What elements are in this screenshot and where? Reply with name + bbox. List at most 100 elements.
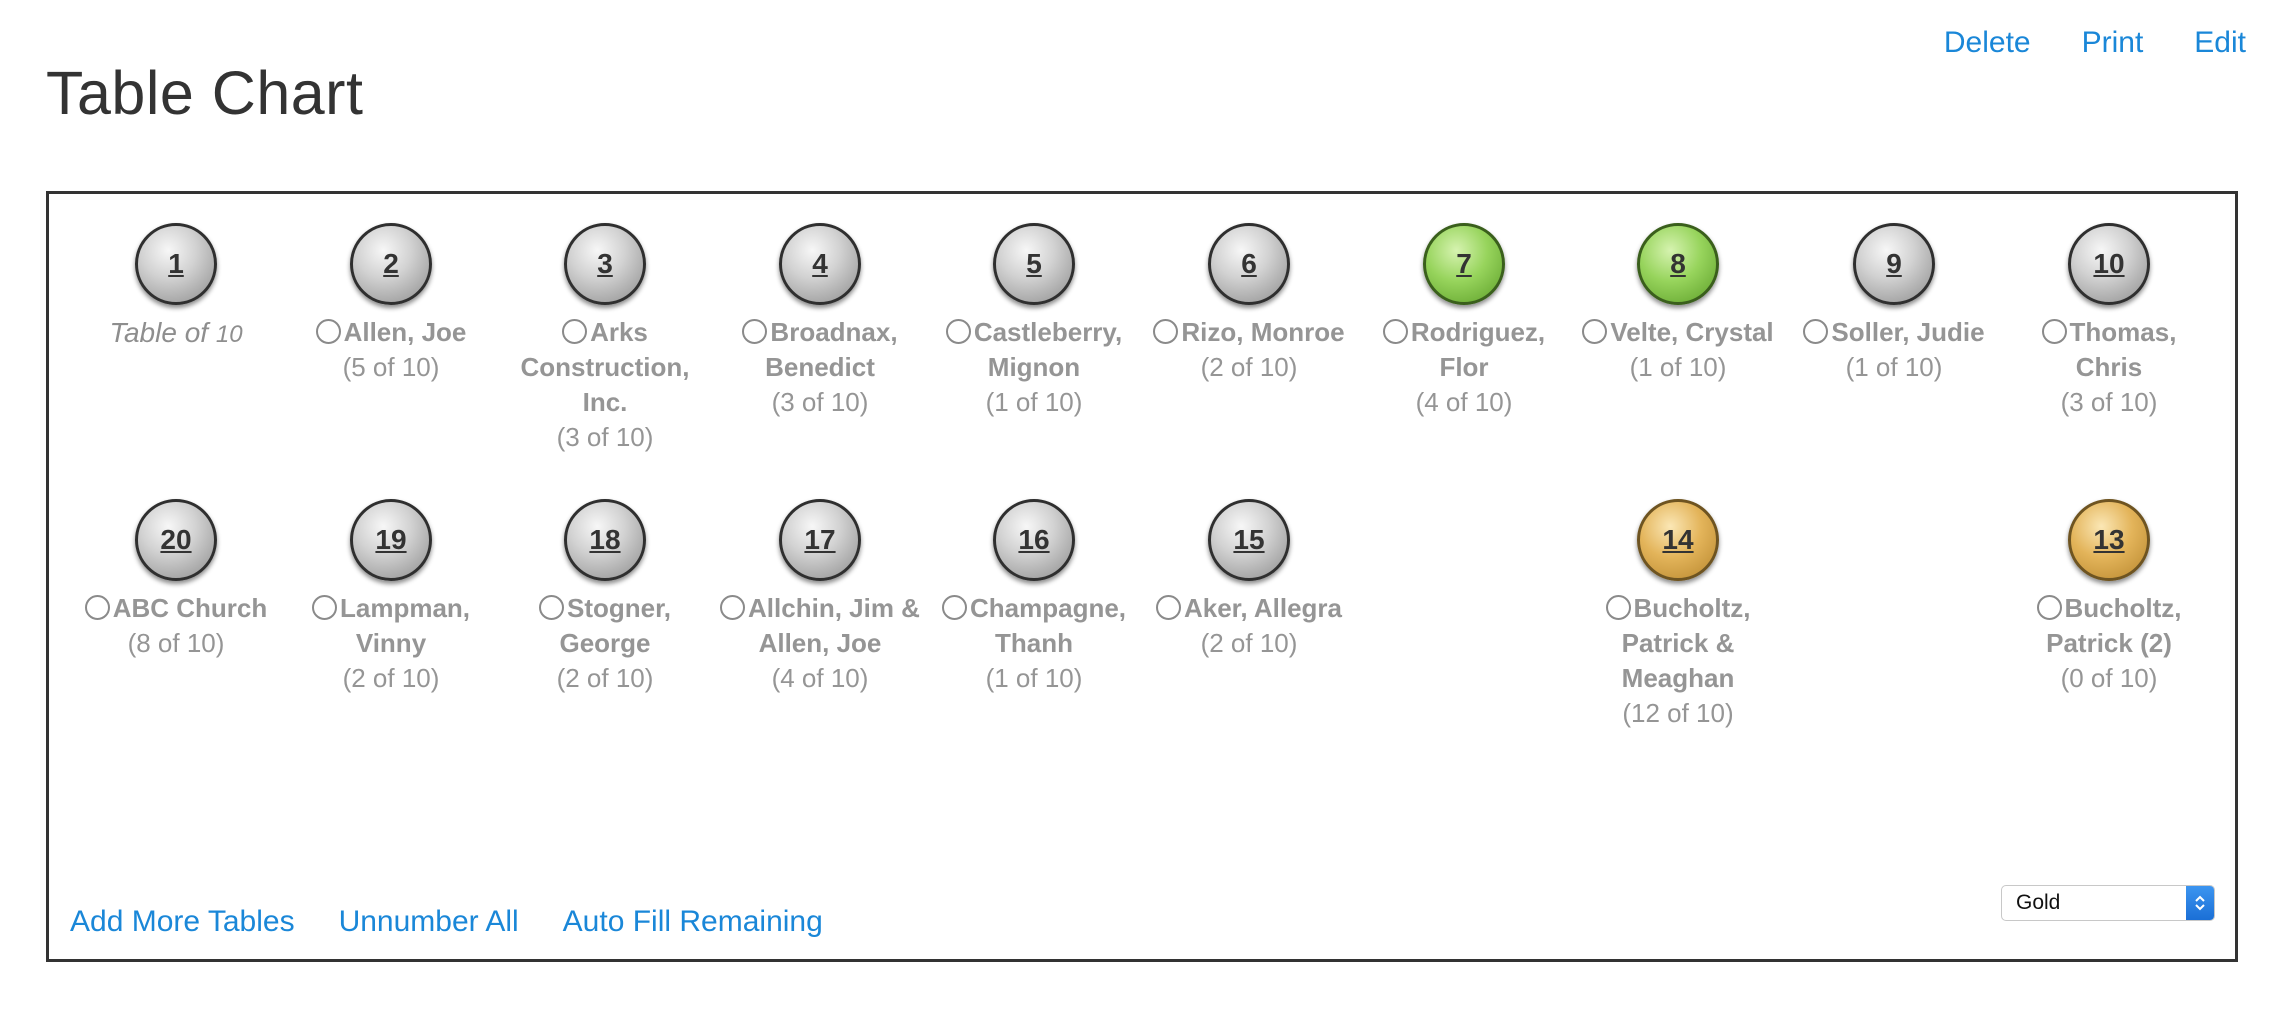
occupant-name: Stogner, George: [559, 593, 671, 658]
seat-count: (2 of 10): [1200, 352, 1298, 382]
table-color-select[interactable]: Gold: [2001, 885, 2215, 921]
seat-count: (0 of 10): [2060, 663, 2158, 693]
table-number-button[interactable]: 14: [1637, 499, 1719, 581]
occupant-name-line: Arks Construction, Inc.: [505, 315, 705, 420]
select-radio[interactable]: [742, 319, 768, 344]
top-actions: Delete Print Edit: [1893, 26, 2246, 60]
select-radio[interactable]: [720, 595, 746, 620]
table-number: 20: [160, 524, 192, 555]
table-number-button[interactable]: 13: [2068, 499, 2150, 581]
occupant-name-line: Allchin, Jim & Allen, Joe: [720, 591, 920, 661]
table-occupant: Stogner, George (2 of 10): [505, 591, 705, 696]
table-occupant: Bucholtz, Patrick (2)(0 of 10): [2009, 591, 2209, 696]
occupant-name-line: Broadnax, Benedict: [720, 315, 920, 385]
seat-count: (1 of 10): [985, 387, 1083, 417]
occupant-name: Arks Construction, Inc.: [520, 317, 690, 417]
table-color-select-value: Gold: [2016, 891, 2061, 914]
occupant-name-line: Allen, Joe: [291, 315, 491, 350]
table-number: 7: [1456, 248, 1472, 279]
table-occupant: Arks Construction, Inc.(3 of 10): [505, 315, 705, 455]
select-radio[interactable]: [1803, 319, 1829, 344]
table-number-button[interactable]: 18: [564, 499, 646, 581]
table-number-button[interactable]: 6: [1208, 223, 1290, 305]
occupant-name: Velte, Crystal: [1610, 317, 1774, 347]
unnumber-all-link[interactable]: Unnumber All: [338, 905, 519, 938]
table-number-button[interactable]: 19: [350, 499, 432, 581]
table-occupant: ABC Church(8 of 10): [76, 591, 276, 661]
table-number-button[interactable]: 10: [2068, 223, 2150, 305]
print-link[interactable]: Print: [2081, 26, 2144, 59]
table-number: 16: [1018, 524, 1050, 555]
edit-link[interactable]: Edit: [2194, 26, 2246, 59]
seat-count: (12 of 10): [1622, 698, 1734, 728]
table-number: 10: [2093, 248, 2125, 279]
occupant-name: Bucholtz, Patrick & Meaghan: [1621, 593, 1751, 693]
occupant-name: Allen, Joe: [343, 317, 467, 347]
table-number: 3: [597, 248, 613, 279]
occupant-name-line: Lampman, Vinny: [291, 591, 491, 661]
select-radio[interactable]: [945, 319, 971, 344]
table-occupant: Broadnax, Benedict(3 of 10): [720, 315, 920, 420]
table-occupant: Allchin, Jim & Allen, Joe(4 of 10): [720, 591, 920, 696]
table-number: 15: [1233, 524, 1265, 555]
occupant-name-line: Bucholtz, Patrick & Meaghan: [1578, 591, 1778, 696]
table-number-button[interactable]: 8: [1637, 223, 1719, 305]
select-radio[interactable]: [562, 319, 588, 344]
table-occupant: Castleberry, Mignon(1 of 10): [934, 315, 1134, 420]
table-occupant: Soller, Judie(1 of 10): [1794, 315, 1994, 385]
seat-count: (2 of 10): [556, 663, 654, 693]
select-radio[interactable]: [1382, 319, 1408, 344]
seat-count: (2 of 10): [342, 663, 440, 693]
select-radio[interactable]: [538, 595, 564, 620]
table-number: 18: [589, 524, 621, 555]
select-radio[interactable]: [941, 595, 967, 620]
table-capacity: 10: [215, 321, 243, 348]
table-number-button[interactable]: 15: [1208, 499, 1290, 581]
table-number-button[interactable]: 4: [779, 223, 861, 305]
auto-fill-remaining-link[interactable]: Auto Fill Remaining: [562, 905, 823, 938]
table-number: 13: [2093, 524, 2125, 555]
table-number-button[interactable]: 1: [135, 223, 217, 305]
select-radio[interactable]: [2041, 319, 2067, 344]
table-number-button[interactable]: 17: [779, 499, 861, 581]
select-radio[interactable]: [84, 595, 110, 620]
occupant-name: Lampman, Vinny: [339, 593, 471, 658]
select-radio[interactable]: [1605, 595, 1631, 620]
table-capacity-label: Table of 10: [76, 315, 276, 352]
select-radio[interactable]: [1153, 319, 1179, 344]
occupant-name: ABC Church: [112, 593, 268, 623]
select-radio[interactable]: [1582, 319, 1608, 344]
table-number-button[interactable]: 20: [135, 499, 217, 581]
select-arrows-icon: [2186, 886, 2214, 920]
delete-link[interactable]: Delete: [1943, 26, 2031, 59]
table-occupant: Bucholtz, Patrick & Meaghan (12 of 10): [1578, 591, 1778, 731]
table-number-button[interactable]: 3: [564, 223, 646, 305]
select-radio[interactable]: [311, 595, 337, 620]
table-number-button[interactable]: 9: [1853, 223, 1935, 305]
select-radio[interactable]: [315, 319, 341, 344]
select-radio[interactable]: [2036, 595, 2062, 620]
table-number: 6: [1241, 248, 1257, 279]
seat-count: (2 of 10): [1200, 628, 1298, 658]
seat-count: (5 of 10): [342, 352, 440, 382]
table-occupant: Allen, Joe (5 of 10): [291, 315, 491, 385]
table-number-button[interactable]: 5: [993, 223, 1075, 305]
add-more-tables-link[interactable]: Add More Tables: [70, 905, 295, 938]
table-number-button[interactable]: 7: [1423, 223, 1505, 305]
select-radio[interactable]: [1155, 595, 1181, 620]
table-number-button[interactable]: 2: [350, 223, 432, 305]
table-number-button[interactable]: 16: [993, 499, 1075, 581]
seat-count: (4 of 10): [1415, 387, 1513, 417]
occupant-name: Thomas, Chris: [2069, 317, 2177, 382]
occupant-name-line: Stogner, George: [505, 591, 705, 661]
